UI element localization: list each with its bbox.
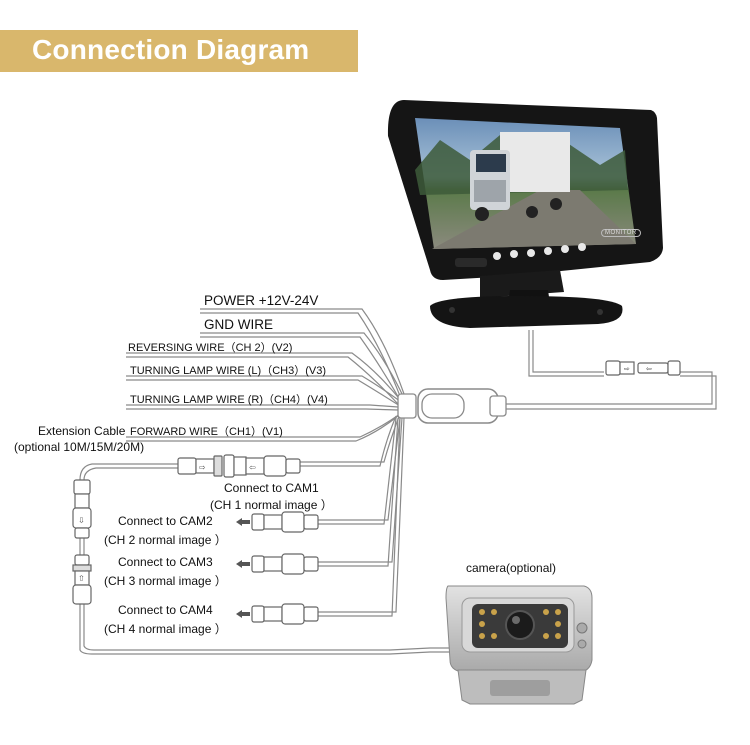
cam2-sublabel: (CH 2 normal image ） [104, 533, 227, 547]
cam3-label: Connect to CAM3 [118, 555, 213, 569]
wire-bundle [79, 308, 717, 655]
cam1-connector [177, 454, 301, 478]
reversing-wire-label: REVERSING WIRE（CH 2）(V2) [128, 342, 293, 354]
power-wire [200, 308, 405, 395]
button-mode[interactable] [510, 250, 518, 258]
cam1-sublabel: (CH 1 normal image ） [210, 498, 333, 512]
connect-arrows [236, 518, 250, 618]
monitor-connector: ⇨ ⇦ [605, 360, 681, 376]
camera-lens [505, 610, 535, 640]
monitor [387, 100, 663, 328]
cam1-label: Connect to CAM1 [224, 481, 319, 495]
button-ch2[interactable] [544, 247, 552, 255]
monitor-stand [430, 270, 623, 328]
svg-text:⇦: ⇦ [646, 365, 652, 373]
turning-left-wire-label: TURNING LAMP WIRE (L)（CH3）(V3) [130, 365, 326, 377]
cam4-connector [251, 603, 319, 625]
cam3-arrow-icon [236, 560, 250, 568]
turning-right-wire [126, 404, 399, 408]
video-cable-4 [318, 417, 405, 613]
extension-connector-bottom [72, 554, 92, 605]
extension-cable-label: Extension Cable [38, 424, 126, 438]
forward-wire-label: FORWARD WIRE（CH1）(V1) [130, 426, 283, 438]
svg-text:⇨: ⇨ [199, 463, 206, 472]
gnd-wire [200, 332, 405, 399]
monitor-cable [505, 371, 713, 405]
video-cable-1 [300, 413, 401, 463]
monitor-buttons [455, 243, 586, 267]
cam4-arrow-icon [236, 610, 250, 618]
video-cable-3 [318, 417, 403, 563]
cam2-label: Connect to CAM2 [118, 514, 213, 528]
page-title: Connection Diagram [32, 34, 310, 65]
title-banner [0, 30, 358, 72]
button-ch4[interactable] [578, 243, 586, 251]
button-ch1[interactable] [527, 249, 535, 257]
button-power[interactable] [493, 252, 501, 260]
camera-optional-label: camera(optional) [466, 561, 557, 575]
cam2-arrow-icon [236, 518, 250, 526]
gnd-wire-label: GND WIRE [204, 317, 273, 332]
button-ch3[interactable] [561, 245, 569, 253]
monitor-brand-label: MONITOR [601, 229, 641, 237]
extension-connector-top [72, 479, 92, 539]
camera [445, 585, 593, 705]
svg-text:⇧: ⇧ [78, 574, 85, 583]
reversing-wire [126, 352, 403, 403]
svg-text:⇨: ⇨ [624, 365, 630, 373]
cam2-connector [251, 511, 319, 533]
cam3-connector [251, 553, 319, 575]
extension-cable [79, 463, 178, 481]
turning-right-wire-label: TURNING LAMP WIRE (R)（CH4）(V4) [130, 394, 328, 406]
junction-hub [397, 388, 507, 424]
extension-cable-length-label: (optional 10M/15M/20M) [14, 440, 145, 454]
svg-text:⇦: ⇦ [249, 463, 256, 472]
svg-text:⇩: ⇩ [78, 516, 85, 525]
cam3-sublabel: (CH 3 normal image ） [104, 574, 227, 588]
power-wire-label: POWER +12V-24V [204, 293, 319, 308]
cam4-sublabel: (CH 4 normal image ） [104, 622, 227, 636]
truck-image [470, 132, 570, 221]
cam4-label: Connect to CAM4 [118, 603, 213, 617]
